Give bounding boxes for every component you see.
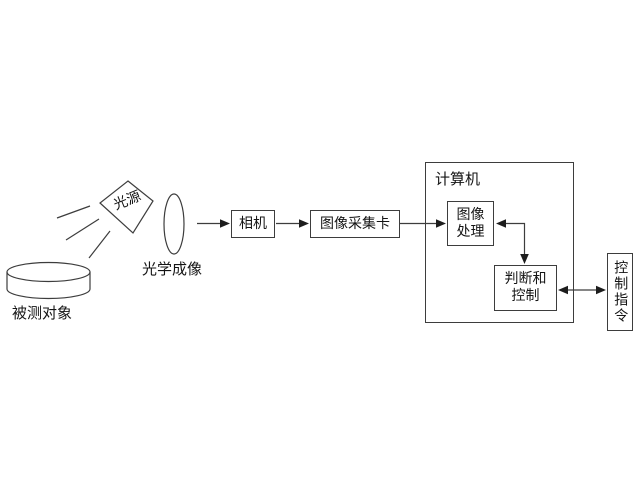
control-instruction-label: 控制指令 [612, 260, 629, 324]
control-instruction-box: 控制指令 [607, 253, 633, 331]
measured-object-label: 被测对象 [12, 304, 73, 322]
optical-imaging-label: 光学成像 [142, 260, 203, 278]
computer-label: 计算机 [435, 170, 481, 188]
arrowhead-into-card [299, 219, 309, 228]
measured-object-shape [6, 261, 91, 300]
judge-control-box: 判断和 控制 [494, 265, 557, 311]
capture-card-label: 图像采集卡 [320, 215, 390, 232]
light-ray-3 [88, 230, 111, 259]
arrowhead-into-instruction [596, 285, 606, 295]
arrowhead-into-camera [220, 219, 230, 228]
lens-shape [163, 193, 185, 255]
camera-label: 相机 [239, 215, 267, 232]
light-rays [56, 205, 111, 259]
light-source-label: 光源 [111, 188, 144, 214]
light-ray-1 [56, 205, 91, 219]
judge-control-label: 判断和 控制 [504, 271, 547, 304]
light-ray-2 [65, 218, 100, 241]
camera-box: 相机 [231, 210, 275, 238]
image-processing-box: 图像 处理 [447, 201, 494, 246]
capture-card-box: 图像采集卡 [310, 210, 400, 238]
image-processing-label: 图像 处理 [456, 206, 485, 240]
computer-container-box: 计算机 [425, 162, 574, 323]
